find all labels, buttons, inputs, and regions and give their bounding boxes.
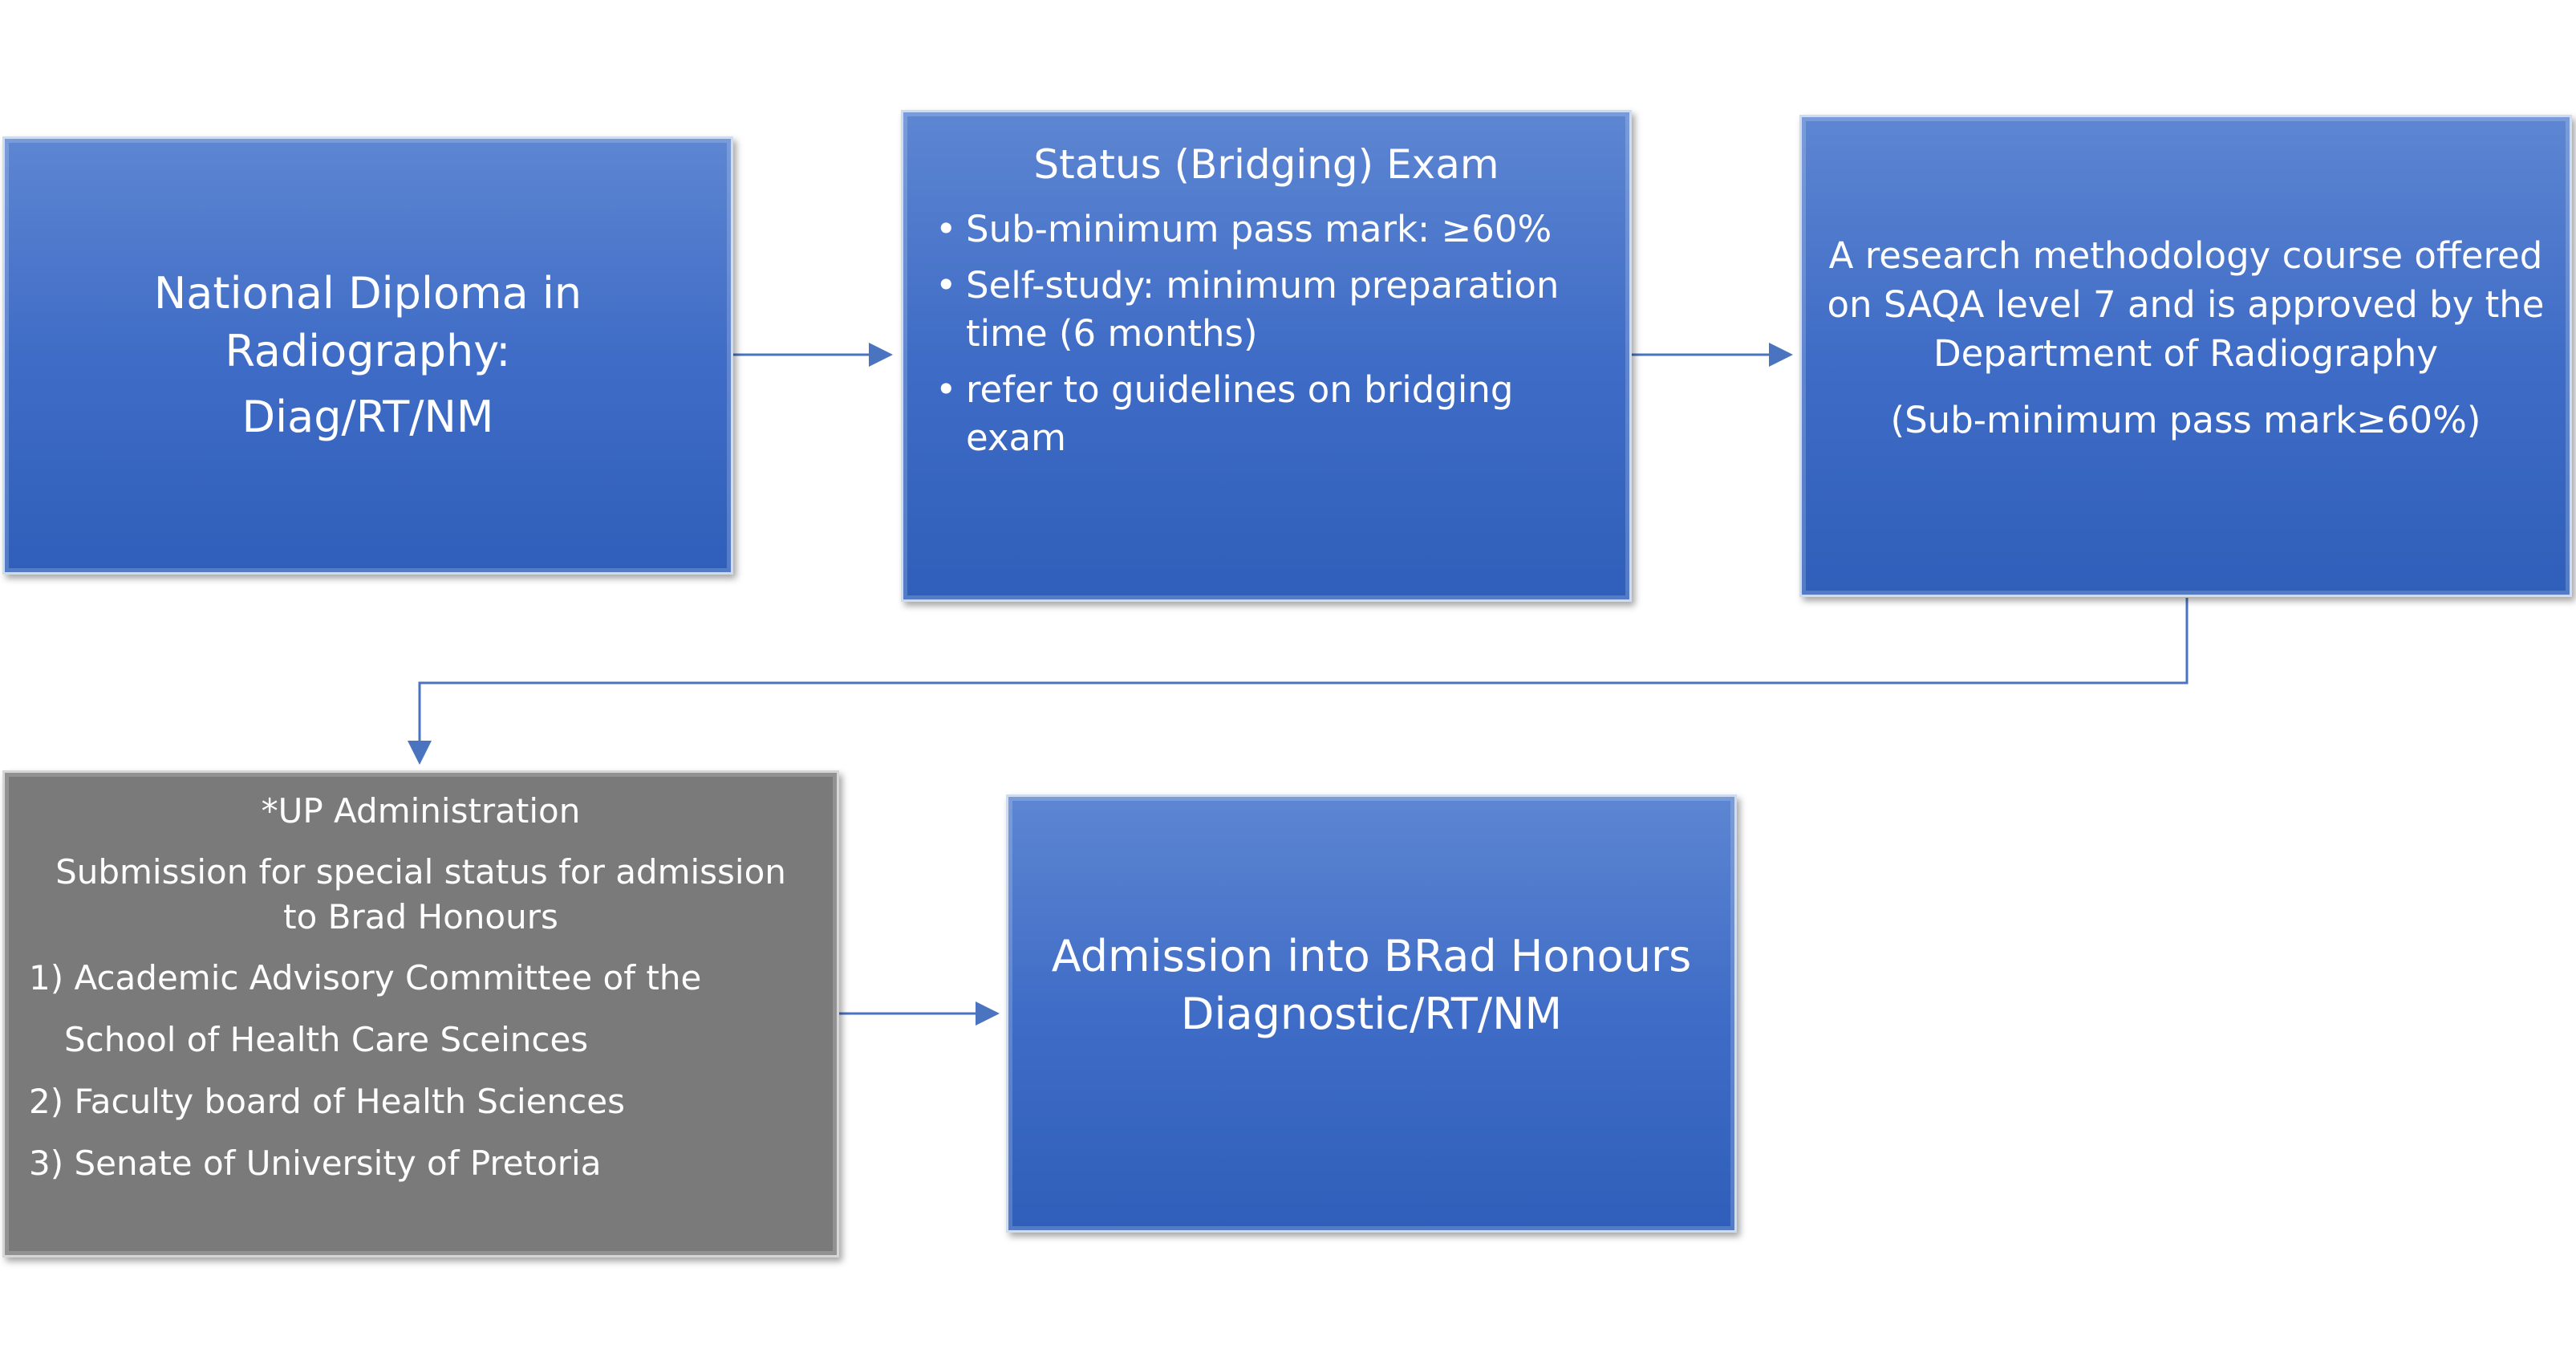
admin-step: 3) Senate of University of Pretoria: [29, 1144, 602, 1183]
diploma-line3: Diag/RT/NM: [241, 392, 494, 442]
node-research-course: A research methodology course offered on…: [1799, 115, 2572, 597]
admin-subtitle: Submission for special status for admiss…: [55, 852, 786, 936]
bridging-bullet: Sub-minimum pass mark: ≥60%: [935, 205, 1597, 254]
admin-step: 1) Academic Advisory Committee of the: [29, 958, 702, 997]
admission-line1: Admission into BRad Honours: [1051, 931, 1692, 981]
research-line1: A research methodology course offered: [1828, 234, 2543, 277]
research-line3: Department of Radiography: [1933, 332, 2439, 375]
connector-research-to-admin: [408, 598, 2189, 765]
bridging-title: Status (Bridging) Exam: [1033, 141, 1499, 188]
admission-line2: Diagnostic/RT/NM: [1180, 989, 1563, 1039]
research-note: (Sub-minimum pass mark≥60%): [1890, 399, 2481, 441]
admin-title: *UP Administration: [261, 791, 581, 831]
diploma-line1: National Diploma in: [153, 268, 582, 319]
admin-step: 2) Faculty board of Health Sciences: [29, 1082, 625, 1121]
node-up-administration: *UP Administration Submission for specia…: [2, 770, 839, 1257]
node-bridging-exam: Status (Bridging) Exam Sub-minimum pass …: [901, 110, 1632, 602]
admin-step: School of Health Care Sceinces: [64, 1020, 589, 1059]
bridging-bullet-list: Sub-minimum pass mark: ≥60% Self-study: …: [935, 205, 1597, 462]
bridging-bullet: refer to guidelines on bridging exam: [935, 366, 1597, 462]
research-line2: on SAQA level 7 and is approved by the: [1827, 283, 2545, 326]
node-brad-honours-admission: Admission into BRad Honours Diagnostic/R…: [1006, 794, 1737, 1233]
bridging-bullet: Self-study: minimum preparation time (6 …: [935, 262, 1597, 358]
node-national-diploma: National Diploma in Radiography: Diag/RT…: [2, 136, 733, 575]
diploma-line2: Radiography:: [225, 326, 511, 376]
